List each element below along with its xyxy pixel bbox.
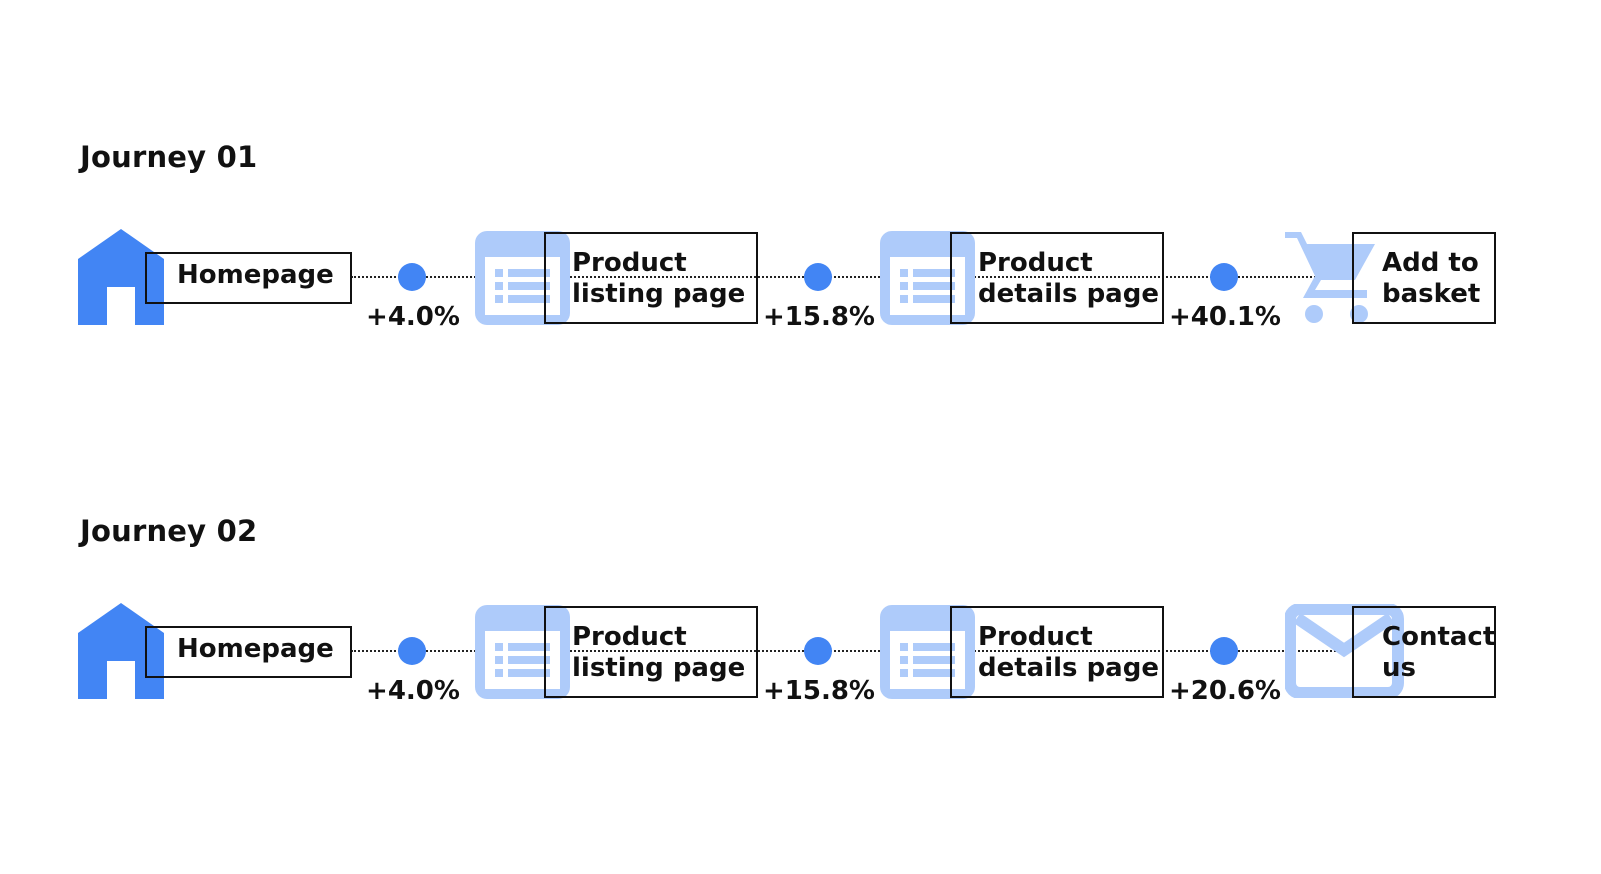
journey-02: Journey 02 Homepage +4.0% Product listin… <box>0 374 1601 706</box>
connector-line <box>351 650 1352 652</box>
transition-rate: +15.8% <box>763 676 875 706</box>
journey-01: Journey 01 Homepage +4.0% Product listin… <box>0 0 1601 332</box>
step-label-line1: Product <box>572 248 687 278</box>
step-label-line2: details page <box>978 653 1159 683</box>
step-label: Homepage <box>177 634 334 664</box>
step-label-line1: Product <box>572 622 687 652</box>
mail-icon <box>1285 604 1404 698</box>
step-homepage: Homepage <box>145 252 352 304</box>
transition-dot <box>1210 263 1238 291</box>
step-label-line2: details page <box>978 279 1159 309</box>
step-product-details-page: Product details page <box>950 606 1164 698</box>
transition-rate: +40.1% <box>1169 302 1281 332</box>
list-page-icon <box>475 231 570 325</box>
step-product-listing-page: Product listing page <box>544 606 758 698</box>
step-add-to-basket: Add to basket <box>1352 232 1496 324</box>
home-icon <box>78 603 164 699</box>
step-product-details-page: Product details page <box>950 232 1164 324</box>
journey-title: Journey 02 <box>80 514 258 548</box>
step-label-line1: Add to <box>1382 248 1479 278</box>
step-label-line2: listing page <box>572 279 746 309</box>
transition-dot <box>804 263 832 291</box>
step-label-line1: Contact <box>1382 622 1496 652</box>
step-label-line2: basket <box>1382 279 1481 309</box>
journey-title: Journey 01 <box>80 140 258 174</box>
transition-dot <box>804 637 832 665</box>
step-label-line1: Product <box>978 622 1093 652</box>
step-label: Homepage <box>177 260 334 290</box>
step-label-line2: listing page <box>572 653 746 683</box>
transition-dot <box>398 637 426 665</box>
connector-line <box>351 276 1352 278</box>
transition-dot <box>398 263 426 291</box>
step-label-line2: us <box>1382 653 1416 683</box>
transition-rate: +20.6% <box>1169 676 1281 706</box>
transition-rate: +15.8% <box>763 302 875 332</box>
home-icon <box>78 229 164 325</box>
transition-rate: +4.0% <box>366 676 460 706</box>
transition-rate: +4.0% <box>366 302 460 332</box>
transition-dot <box>1210 637 1238 665</box>
step-product-listing-page: Product listing page <box>544 232 758 324</box>
step-label-line1: Product <box>978 248 1093 278</box>
step-homepage: Homepage <box>145 626 352 678</box>
list-page-icon <box>475 605 570 699</box>
step-contact-us: Contact us <box>1352 606 1496 698</box>
